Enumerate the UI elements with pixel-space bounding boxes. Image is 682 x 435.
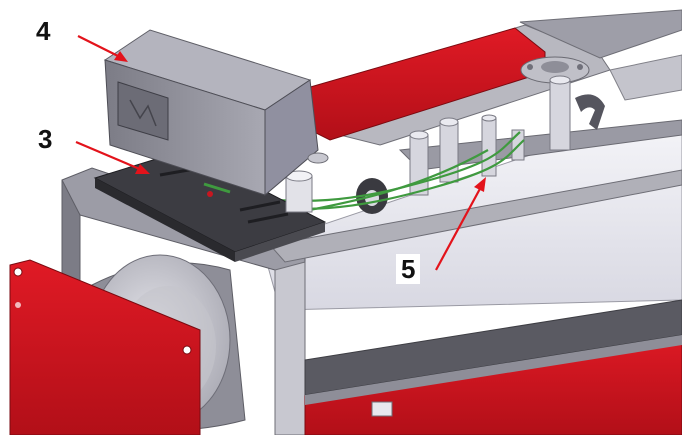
front-red-panel: [9, 259, 201, 435]
callout-label-controller: 4: [36, 16, 51, 46]
callout-arrows: [75, 35, 486, 271]
callout-label-plate: 3: [38, 124, 53, 154]
mounting-plate: [93, 149, 327, 262]
controller-box: [103, 29, 329, 197]
lower-red-panel: [304, 299, 682, 435]
callout-label-sensor: 5: [396, 254, 421, 284]
